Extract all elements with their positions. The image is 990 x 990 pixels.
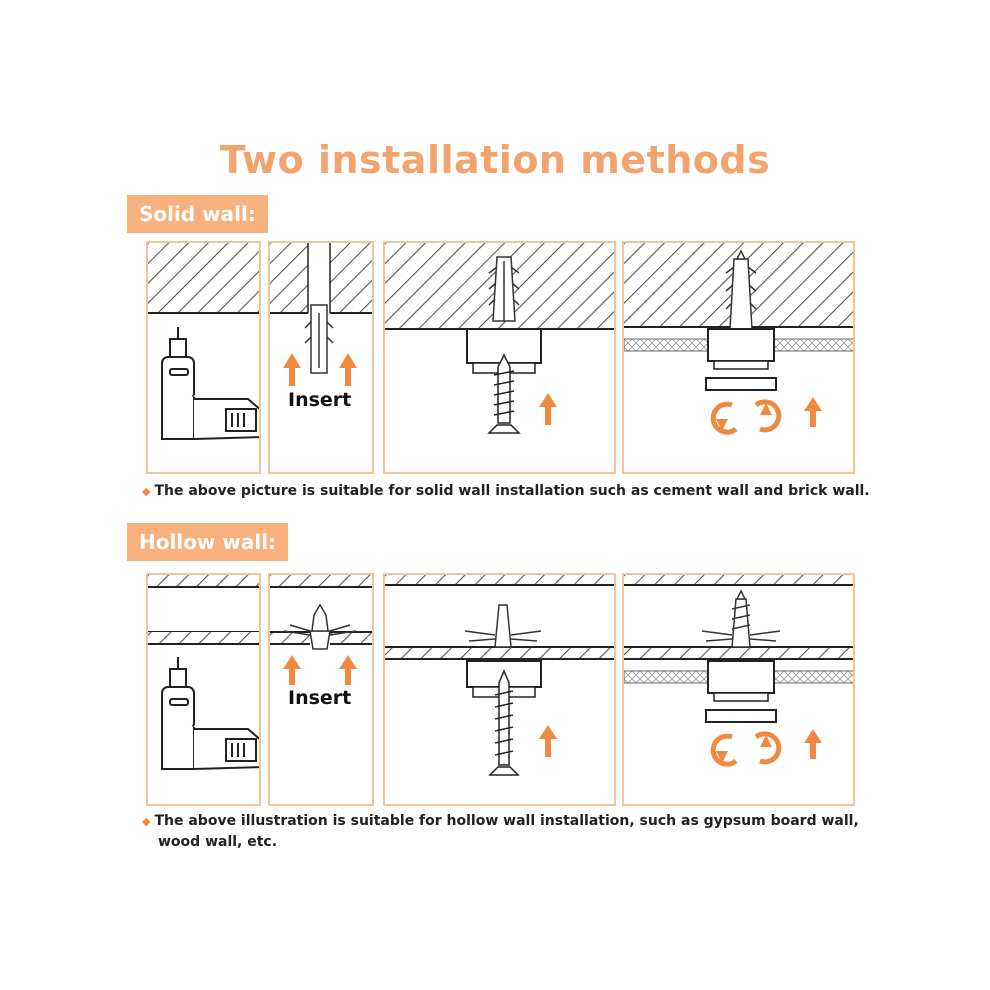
diamond-bullet-icon: ◆: [142, 815, 151, 828]
up-arrow-icon: [804, 397, 822, 427]
hollow-note-line1: The above illustration is suitable for h…: [154, 813, 859, 829]
wall-anchor-icon: [464, 604, 542, 648]
solid-note: ◆The above picture is suitable for solid…: [142, 481, 870, 502]
rotate-icon: [710, 399, 782, 435]
diamond-bullet-icon: ◆: [142, 485, 151, 498]
up-arrow-icon: [804, 729, 822, 759]
solid-insert-panel: Insert: [268, 241, 374, 474]
solid-drill-panel: [146, 241, 261, 474]
screw-icon: [487, 353, 521, 434]
hollow-wall-tag: Hollow wall:: [127, 523, 289, 561]
hollow-insert-panel: Insert: [268, 573, 374, 806]
hollow-insert-label: Insert: [288, 687, 352, 709]
wall-anchor-icon: [725, 249, 757, 330]
solid-finished-panel: [622, 241, 855, 474]
hollow-drill-panel: [146, 573, 261, 806]
drill-icon: [161, 327, 259, 440]
hollow-note: ◆The above illustration is suitable for …: [142, 811, 859, 853]
wall-anchor-icon: [283, 603, 357, 650]
rotate-icon: [710, 731, 782, 767]
solid-screw-panel: [383, 241, 616, 474]
solid-insert-label: Insert: [288, 389, 352, 411]
up-arrow-icon: [539, 393, 557, 425]
up-arrow-icon: [283, 353, 357, 386]
up-arrow-icon: [539, 725, 557, 757]
wall-anchor-icon: [488, 256, 520, 322]
page-title: Two installation methods: [219, 138, 771, 182]
up-arrow-icon: [283, 655, 357, 685]
drill-icon: [161, 657, 259, 770]
screw-icon: [488, 669, 520, 776]
hollow-screw-panel: [383, 573, 616, 806]
hollow-note-line2: wood wall, etc.: [158, 834, 278, 850]
hollow-finished-panel: [622, 573, 855, 806]
wall-anchor-icon: [304, 304, 334, 374]
solid-note-text: The above picture is suitable for solid …: [154, 483, 870, 499]
wall-anchor-icon: [701, 589, 781, 648]
solid-wall-tag: Solid wall:: [127, 195, 268, 233]
